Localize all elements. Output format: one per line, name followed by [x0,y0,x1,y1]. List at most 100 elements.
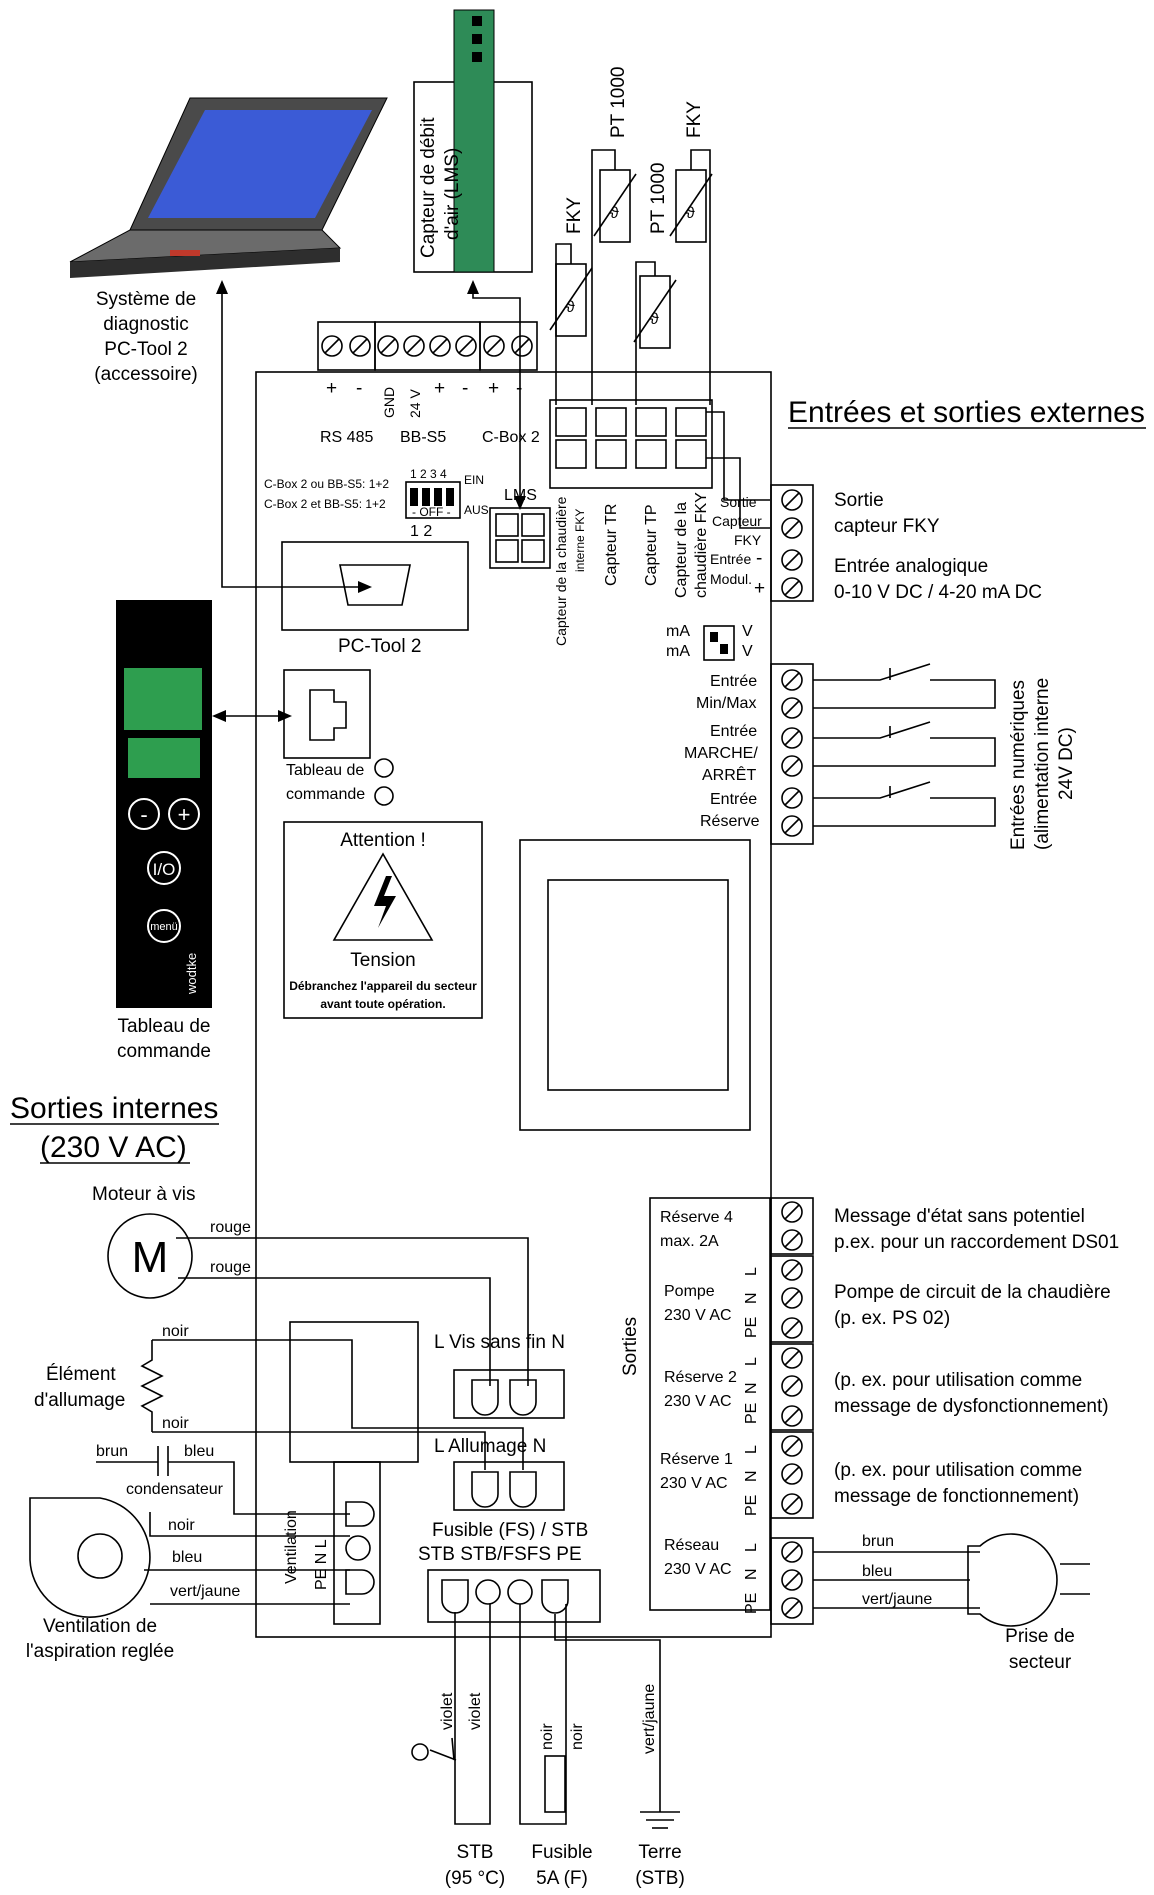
warning-icon [332,852,434,941]
cap-wire-brun: brun [96,1443,128,1460]
desc-fault-2: message de dysfonctionnement) [834,1396,1109,1417]
control-panel-device [116,600,212,1008]
svg-text:+: + [178,802,191,827]
fky-terminal-3: FKY [734,532,762,548]
svg-text:ϑ: ϑ [686,205,695,222]
plug-wire-brun: brun [862,1533,894,1550]
diagnostic-line-4: (accessoire) [94,364,197,385]
pompe-2: 230 V AC [664,1307,732,1324]
heading-internal-outputs: Sorties internes [10,1092,218,1125]
fuse-icon [544,1755,566,1813]
svg-text:N: N [743,1292,760,1304]
outputs-section [649,1197,771,1611]
svg-text:ϑ: ϑ [566,299,575,316]
motor-title: Moteur à vis [92,1184,195,1205]
modul-plus: + [754,578,765,599]
vis-connector [453,1369,565,1419]
vent-connector [333,1461,381,1625]
digital-3: Entrée [710,723,757,740]
probe-pt1000-a: ϑ [591,149,637,405]
bbs5-minus: - [462,378,468,399]
condensateur-label: condensateur [126,1481,224,1498]
diagnostic-line-1: Système de [96,289,196,310]
reserve2-2: 230 V AC [664,1393,732,1410]
probe-pt1000-b: ϑ [633,261,677,405]
svg-text:N: N [743,1470,760,1482]
desc-msg-1: Message d'état sans potentiel [834,1206,1085,1227]
bbs5-plus: + [434,378,445,399]
digital-6: Entrée [710,791,757,808]
ma-label-1: mA [666,623,690,640]
vent-pins: PE N L [313,1539,330,1590]
svg-text:L: L [743,1445,760,1454]
digital-5: ARRÊT [702,765,756,784]
analog-in-1: Entrée analogique [834,556,988,577]
fuse-block-cols: STB STB/FSFS PE [418,1544,582,1565]
motor-wire-1: rouge [210,1219,251,1236]
panel-menu-button[interactable]: menü [147,909,181,943]
pctool-port [281,541,469,631]
dip-pair: 1 2 [410,523,432,540]
v-label-2: V [742,643,753,660]
fan-wire-noir: noir [168,1517,195,1534]
airflow-label-2: d'air (LMS) [442,148,463,240]
earth-caption-1: Terre [638,1842,681,1863]
attention-note-2: avant toute opération. [320,997,445,1011]
wire-violet-1: violet [439,1692,456,1730]
svg-text:L: L [743,1267,760,1276]
relay-box [289,1321,419,1463]
digital-side-1: Entrées numériques [1008,680,1029,850]
modul-terminal-1: Entrée [710,551,751,567]
modul-terminal-2: Modul. [710,571,752,587]
fuse-caption-1: Fusible [531,1842,592,1863]
transformer [519,839,751,1131]
terminal-output-blocks [770,1197,814,1625]
svg-text:ϑ: ϑ [650,311,659,328]
dip-switch [405,481,461,519]
panel-port [283,669,371,759]
slot-label-tr: Capteur TR [603,504,620,586]
diagnostic-line-3: PC-Tool 2 [104,339,187,360]
bbs5-24v: 24 V [407,389,423,418]
lms-label: LMS [504,487,537,504]
fky-out-2: capteur FKY [834,516,940,537]
fan-wire-vj: vert/jaune [170,1583,240,1600]
dip-config-2: C-Box 2 et BB-S5: 1+2 [264,497,386,511]
attention-box [283,821,483,1019]
allumage-connector [453,1461,565,1511]
reserve4-1: Réserve 4 [660,1209,733,1226]
wire-vert-jaune: vert/jaune [641,1684,658,1754]
panel-plus-button[interactable]: + [168,798,200,830]
fan-icon [29,1497,151,1618]
vis-label: L Vis sans fin N [434,1332,565,1353]
igniter-label-2: d'allumage [34,1390,125,1411]
reserve1-1: Réserve 1 [660,1451,733,1468]
rs485-plus: + [326,378,337,399]
fan-caption-2: l'aspiration reglée [26,1641,174,1662]
svg-text:PE: PE [743,1403,760,1424]
cbox2-minus: - [516,378,522,399]
digital-4: MARCHE/ [684,745,758,762]
panel-display-2 [128,738,200,778]
svg-text:L: L [743,1543,760,1552]
panel-minus-button[interactable]: - [128,798,160,830]
svg-text:N: N [743,1382,760,1394]
cbox2-plus: + [488,378,499,399]
panel-brand: wodtke [184,953,199,995]
rs485-minus: - [356,378,362,399]
panel-io-button[interactable]: I/O [147,851,181,885]
controller-board [255,371,772,1638]
panel-caption-1: Tableau de [118,1016,211,1037]
dip-ein: EIN [464,473,484,487]
pin-labels: L N PE L N PE L N PE L N PE [743,1267,760,1614]
pctool-label: PC-Tool 2 [338,636,421,657]
attention-tension: Tension [350,950,416,971]
heading-internal-voltage: (230 V AC) [40,1131,187,1164]
v-label-1: V [742,623,753,640]
reserve1-2: 230 V AC [660,1475,728,1492]
allumage-label: L Allumage N [434,1436,546,1457]
earth-icon [640,1811,680,1829]
terminal-analog-block [770,484,814,602]
fky-terminal-2: Capteur [712,513,762,529]
